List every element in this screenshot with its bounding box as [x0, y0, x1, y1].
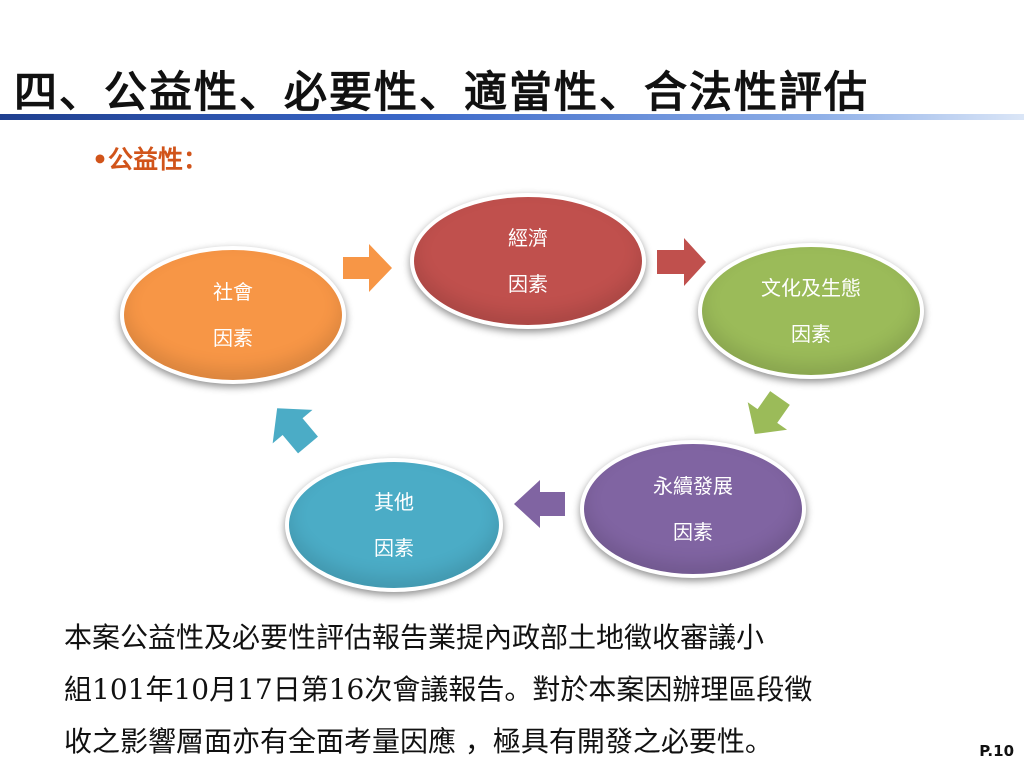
arrow-other-to-social: [272, 408, 318, 454]
arrow-economy-to-culture: [657, 238, 706, 286]
title-underline: [0, 114, 1024, 120]
node-sustainable: 永續發展 因素: [580, 440, 806, 578]
node-culture-ecology-sublabel: 因素: [791, 322, 831, 346]
node-economy-label: 經濟: [508, 226, 548, 250]
page-number: P.10: [979, 742, 1014, 760]
node-other-label: 其他: [374, 490, 414, 514]
node-social: 社會 因素: [120, 246, 346, 384]
arrow-culture-to-sustainable: [747, 391, 790, 435]
node-culture-ecology: 文化及生態 因素: [698, 243, 924, 379]
bullet-heading: •公益性：: [92, 145, 208, 174]
body-line: 收之影響層面亦有全面考量因應 ，極具有開發之必要性。: [64, 725, 773, 758]
body-line: 組101年10月17日第16次會議報告。對於本案因辦理區段徵: [64, 673, 813, 706]
body-line: 本案公益性及必要性評估報告業提內政部土地徵收審議小: [64, 621, 765, 654]
node-social-sublabel: 因素: [213, 326, 253, 350]
node-economy: 經濟 因素: [410, 193, 646, 329]
node-social-label: 社會: [213, 280, 253, 304]
node-culture-ecology-label: 文化及生態: [761, 276, 861, 300]
arrow-sustainable-to-other: [514, 480, 565, 528]
body-paragraph: 本案公益性及必要性評估報告業提內政部土地徵收審議小 組101年10月17日第16…: [64, 612, 944, 768]
node-sustainable-label: 永續發展: [653, 474, 733, 498]
slide-title: 四、公益性、必要性、適當性、合法性評估: [14, 68, 869, 118]
arrow-social-to-economy: [343, 244, 392, 292]
node-sustainable-sublabel: 因素: [673, 520, 713, 544]
node-other-sublabel: 因素: [374, 536, 414, 560]
node-economy-sublabel: 因素: [508, 272, 548, 296]
node-other: 其他 因素: [285, 458, 503, 592]
